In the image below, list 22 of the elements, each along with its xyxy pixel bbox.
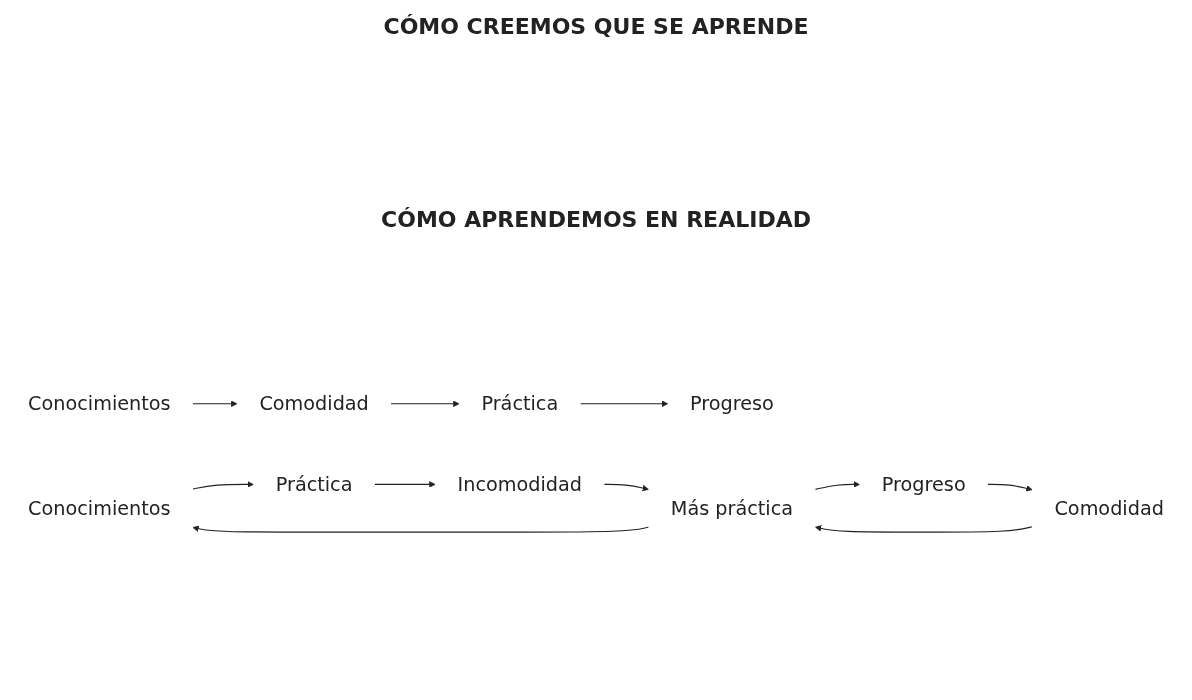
- arrow: [374, 481, 436, 488]
- node-text: Incomodidad: [457, 472, 583, 496]
- arrow: [987, 483, 1033, 492]
- node-text: Comodidad: [259, 392, 369, 415]
- arrow: [390, 400, 460, 407]
- node-text: Comodidad: [1054, 496, 1164, 519]
- arrow: [603, 483, 649, 492]
- section-heading: CÓMO CREEMOS QUE SE APRENDE: [383, 14, 809, 39]
- section-heading: CÓMO APRENDEMOS EN REALIDAD: [381, 207, 811, 232]
- arrow: [192, 481, 254, 490]
- node-text: Progreso: [881, 472, 966, 496]
- arrow: [814, 481, 860, 490]
- node-text: Práctica: [275, 472, 353, 496]
- node-text: Conocimientos: [28, 496, 171, 519]
- node-text: Práctica: [481, 392, 559, 415]
- arrow: [192, 525, 650, 533]
- arrow: [579, 400, 669, 407]
- arrow: [814, 525, 1033, 533]
- node-text: Conocimientos: [28, 392, 171, 415]
- node-text: Más práctica: [670, 496, 794, 519]
- arrow: [192, 400, 238, 407]
- node-text: Progreso: [690, 392, 774, 415]
